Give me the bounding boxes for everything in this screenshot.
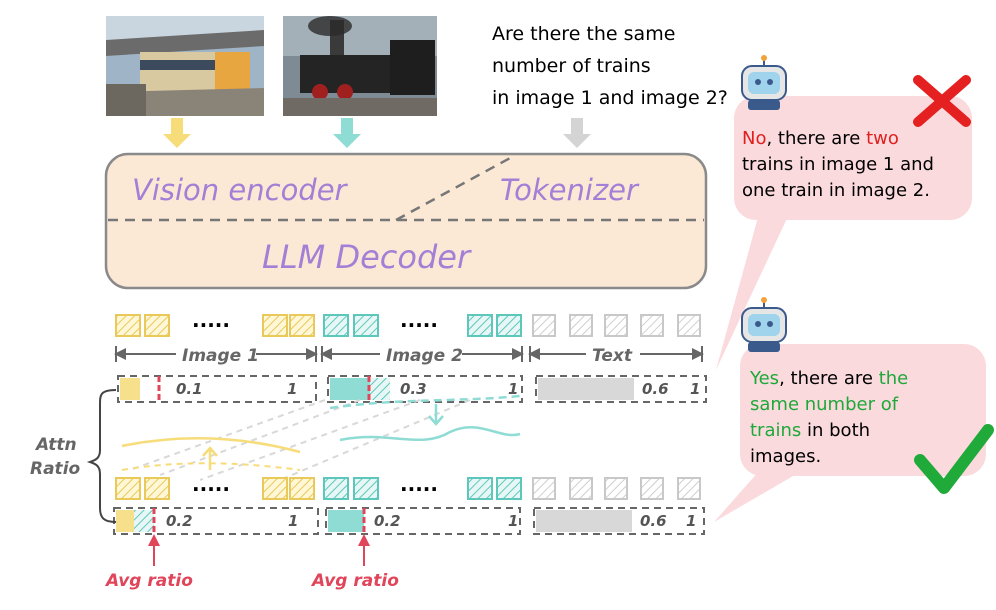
- model-box: Vision encoder Tokenizer LLM Decoder: [104, 152, 708, 290]
- answer-bubble-right: Yes, there are the same number of trains…: [714, 297, 994, 522]
- attn-ratio-brace: Attn Ratio: [30, 389, 117, 523]
- attn-bars-after: 0.2 1 0.2 1 0.6 1: [113, 507, 705, 535]
- ellipsis-image2-bottom: ·····: [400, 477, 438, 501]
- arrow-text-icon: [563, 118, 591, 148]
- question-line-3: in image 1 and image 2?: [492, 87, 728, 109]
- wrong-answer-line-2: trains in image 1 and: [742, 154, 934, 175]
- train-photo-2: [283, 16, 437, 116]
- bar-after-image1-max: 1: [288, 512, 298, 530]
- right-answer-line-3: trains in both: [750, 420, 870, 441]
- attn-label-line-2: Ratio: [30, 459, 81, 479]
- image1-span-label: Image 1: [182, 346, 259, 366]
- attn-bars-before: 0.1 1 0.3 1 0.6 1: [117, 375, 707, 403]
- bar-before-text-ratio: 0.6: [642, 380, 669, 398]
- bar-before-text-max: 1: [690, 380, 700, 398]
- vision-encoder-label: Vision encoder: [132, 173, 349, 207]
- bar-before-image1-ratio: 0.1: [176, 380, 203, 398]
- ellipsis-image1-bottom: ·····: [192, 477, 230, 501]
- tokenizer-label: Tokenizer: [500, 173, 640, 207]
- train-photo-1: [106, 16, 264, 116]
- bar-after-image2-ratio: 0.2: [374, 512, 401, 530]
- text-tokens: [532, 314, 701, 337]
- span-labels: Image 1 Image 2 Text: [114, 346, 704, 366]
- right-answer-line-1: Yes, there are the: [749, 368, 908, 389]
- arrow-image1-icon: [163, 118, 191, 148]
- text-span-label: Text: [592, 346, 633, 366]
- image2-tokens: ·····: [323, 313, 522, 337]
- bar-after-image2-max: 1: [508, 512, 518, 530]
- attn-label-line-1: Attn: [34, 435, 77, 455]
- llm-decoder-label: LLM Decoder: [262, 238, 472, 276]
- avg-ratio-label-2: Avg ratio: [310, 571, 399, 591]
- question-line-1: Are there the same: [492, 23, 675, 45]
- bar-after-text-ratio: 0.6: [640, 512, 667, 530]
- bar-before-image2-max: 1: [508, 380, 518, 398]
- bar-before-image2-ratio: 0.3: [400, 380, 427, 398]
- answer-bubble-wrong: No, there are two trains in image 1 and …: [716, 55, 972, 370]
- avg-ratio-label-1: Avg ratio: [104, 571, 193, 591]
- bar-after-text-max: 1: [686, 512, 696, 530]
- check-icon: [914, 424, 994, 494]
- bar-after-image1-ratio: 0.2: [166, 512, 193, 530]
- token-row-bottom: ····· ·····: [115, 477, 701, 501]
- token-row-top: ····· ·····: [115, 313, 701, 337]
- right-answer-line-2: same number of: [750, 394, 899, 415]
- input-arrows: [163, 118, 591, 148]
- robot-icon-2: [741, 297, 787, 352]
- wrong-answer-line-1: No, there are two: [742, 128, 899, 149]
- image1-tokens: ·····: [115, 313, 315, 337]
- ellipsis-image1: ·····: [192, 313, 230, 337]
- bar-before-image1-max: 1: [287, 380, 297, 398]
- avg-ratio-markers: Avg ratio Avg ratio: [104, 534, 399, 591]
- ellipsis-image2: ·····: [400, 313, 438, 337]
- right-answer-line-4: images.: [750, 446, 821, 467]
- cross-icon: [913, 75, 971, 127]
- question-text: Are there the same number of trains in i…: [492, 23, 728, 109]
- wrong-answer-line-3: one train in image 2.: [742, 180, 930, 201]
- question-line-2: number of trains: [492, 55, 651, 77]
- arrow-image2-icon: [333, 118, 361, 148]
- attn-flow-lines: [121, 394, 521, 481]
- image2-span-label: Image 2: [386, 346, 463, 366]
- robot-icon: [741, 55, 787, 110]
